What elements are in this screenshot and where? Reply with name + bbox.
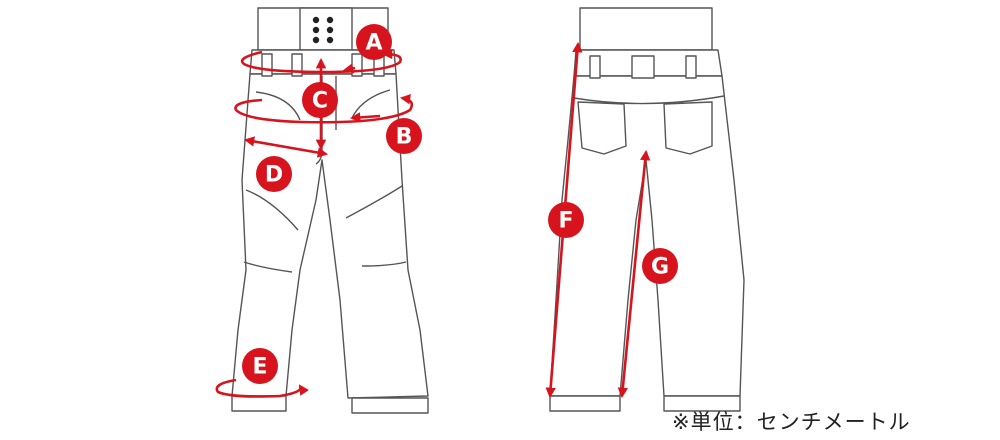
back-waistband [579, 7, 713, 51]
label-badge-A: A [356, 24, 392, 60]
front-left-cuff [231, 395, 287, 412]
label-badge-F: F [548, 202, 584, 238]
label-D: D [265, 163, 283, 188]
label-badge-D: D [256, 156, 292, 192]
front-right-cuff [351, 397, 429, 414]
arrow-thigh [243, 136, 329, 158]
label-badge-E: E [242, 348, 278, 384]
label-B: B [396, 125, 413, 150]
arrow-hip [234, 94, 414, 124]
label-E: E [252, 355, 267, 380]
back-view-pants [549, 7, 745, 412]
arrow-hem [215, 378, 309, 398]
label-badge-B: B [386, 118, 422, 154]
front-waistband-patch [299, 7, 353, 51]
front-waistband-holes [312, 16, 334, 44]
back-left-cuff [549, 395, 621, 412]
arrow-inseam [617, 149, 651, 399]
label-F: F [558, 209, 573, 234]
label-A: A [365, 31, 382, 56]
label-badge-G: G [642, 248, 678, 284]
back-left-pocket [577, 101, 627, 155]
label-C: C [312, 89, 328, 114]
back-legs-outline [549, 75, 745, 397]
label-G: G [651, 255, 669, 280]
back-right-pocket [663, 101, 713, 155]
unit-note: ※単位：センチメートル [672, 410, 911, 434]
back-right-cuff [663, 395, 741, 412]
label-badge-C: C [302, 82, 338, 118]
